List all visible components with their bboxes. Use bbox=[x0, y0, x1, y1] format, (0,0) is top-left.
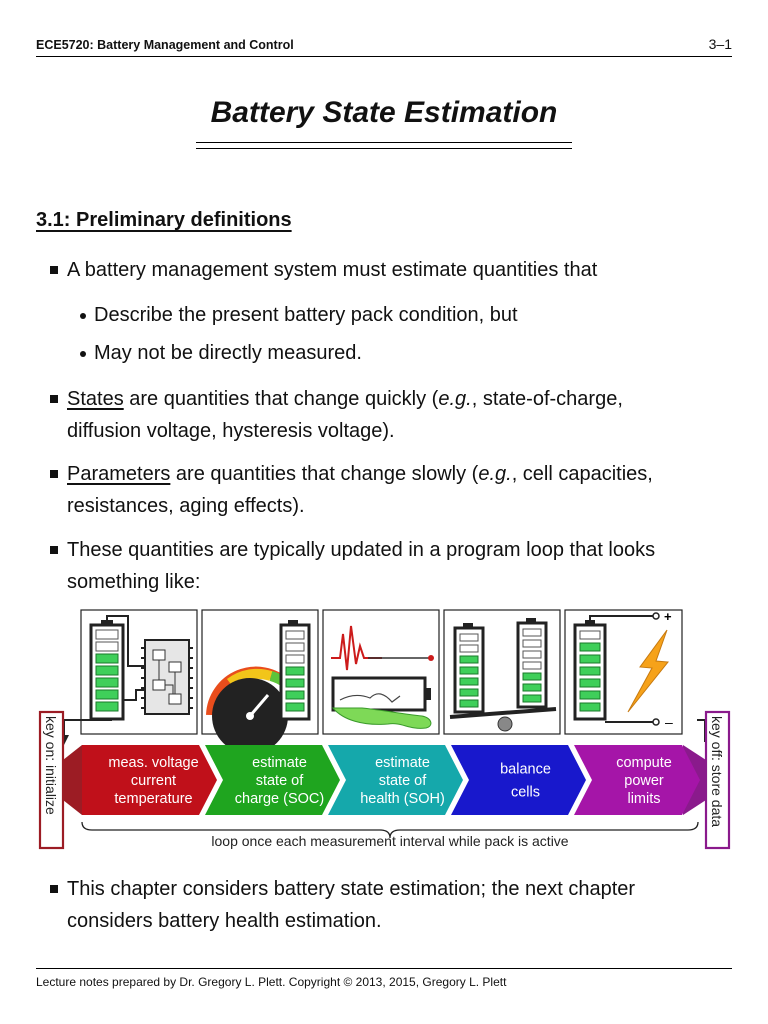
step-label-3-3: health (SOH) bbox=[360, 791, 445, 807]
key-on-label: key on: initialize bbox=[43, 716, 59, 815]
step-label-5-1: compute bbox=[616, 755, 672, 771]
square-bullet-icon bbox=[50, 395, 58, 403]
step-chevrons: meas. voltage current temperature estimate s… bbox=[82, 745, 700, 815]
step-label-3-2: state of bbox=[379, 773, 428, 789]
round-bullet-icon bbox=[80, 313, 86, 319]
step-label-5-2: power bbox=[624, 773, 664, 789]
square-bullet-icon bbox=[50, 266, 58, 274]
term-states: States bbox=[67, 388, 124, 410]
term-parameters: Parameters bbox=[67, 463, 171, 485]
step-label-1-3: temperature bbox=[114, 791, 192, 807]
step-chevron-4 bbox=[451, 745, 586, 815]
battery-lightning-icon: + – bbox=[573, 609, 673, 730]
step-label-3-1: estimate bbox=[375, 755, 430, 771]
step-chevron-5 bbox=[574, 745, 700, 815]
square-bullet-icon bbox=[50, 885, 58, 893]
page-title: Battery State Estimation bbox=[210, 96, 558, 129]
step-label-1-1: meas. voltage bbox=[108, 755, 198, 771]
step-chevron-3 bbox=[328, 745, 463, 815]
damaged-battery-icon bbox=[331, 625, 434, 729]
key-off-label: key off: store data bbox=[709, 716, 725, 827]
step-label-2-2: state of bbox=[256, 773, 305, 789]
gauge-battery-icon bbox=[206, 620, 311, 754]
step-label-2-1: estimate bbox=[252, 755, 307, 771]
step-label-4-1: balance bbox=[500, 762, 551, 778]
page-footer: Lecture notes prepared by Dr. Gregory L.… bbox=[36, 968, 732, 989]
page-header: ECE5720: Battery Management and Control … bbox=[36, 36, 732, 57]
step-label-1-2: current bbox=[131, 773, 176, 789]
balance-batteries-icon bbox=[449, 618, 557, 732]
svg-text:+: + bbox=[664, 609, 672, 624]
svg-text:–: – bbox=[665, 714, 673, 730]
battery-chip-icon bbox=[89, 615, 193, 721]
section-heading: 3.1: Preliminary definitions bbox=[36, 209, 292, 231]
square-bullet-icon bbox=[50, 546, 58, 554]
step-chevron-1 bbox=[82, 745, 217, 815]
title-double-rule bbox=[196, 142, 572, 149]
course-title: ECE5720: Battery Management and Control bbox=[36, 38, 294, 52]
loop-label: loop once each measurement interval whil… bbox=[211, 833, 568, 849]
loop-brace bbox=[81, 821, 699, 839]
key-on-box: key on: initialize bbox=[38, 710, 65, 850]
page-number: 3–1 bbox=[708, 36, 732, 52]
key-on-connector bbox=[63, 745, 82, 815]
round-bullet-icon bbox=[80, 351, 86, 357]
key-off-box: key off: store data bbox=[704, 710, 731, 850]
step-label-2-3: charge (SOC) bbox=[235, 791, 324, 807]
step-chevron-2 bbox=[205, 745, 340, 815]
square-bullet-icon bbox=[50, 470, 58, 478]
step-label-4-2: cells bbox=[511, 785, 540, 801]
step-label-5-3: limits bbox=[627, 791, 660, 807]
